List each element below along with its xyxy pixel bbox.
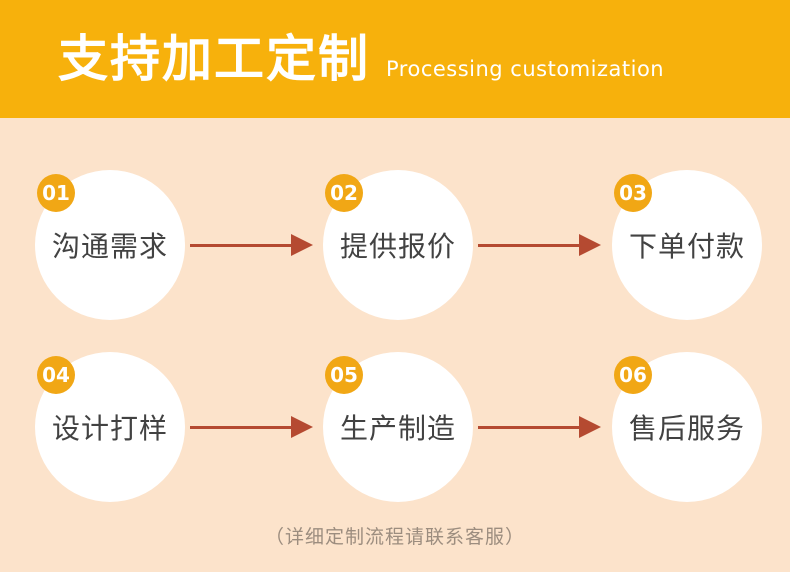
right-arrow-icon xyxy=(190,416,313,438)
right-arrow-icon xyxy=(190,234,313,256)
step-number: 03 xyxy=(619,181,647,205)
step-number-badge: 01 xyxy=(37,174,75,212)
step-number-badge: 03 xyxy=(614,174,652,212)
step-circle: 沟通需求 xyxy=(35,170,185,320)
step-number-badge: 05 xyxy=(325,356,363,394)
step-4-design-sample: 设计打样 04 xyxy=(35,352,185,502)
step-number-badge: 02 xyxy=(325,174,363,212)
step-label: 下单付款 xyxy=(628,230,745,263)
right-arrow-icon xyxy=(478,416,601,438)
page-subtitle: Processing customization xyxy=(386,57,665,81)
step-number: 05 xyxy=(330,363,358,387)
step-label: 售后服务 xyxy=(628,412,745,445)
step-1-communicate-needs: 沟通需求 01 xyxy=(35,170,185,320)
footer-note: （详细定制流程请联系客服） xyxy=(264,526,525,548)
right-arrow-icon xyxy=(478,234,601,256)
process-flow-section: 沟通需求 01 提供报价 02 下单付款 xyxy=(0,118,790,572)
step-number-badge: 04 xyxy=(37,356,75,394)
header-content: 支持加工定制 Processing customization xyxy=(0,0,790,84)
step-number: 04 xyxy=(42,363,70,387)
step-number: 02 xyxy=(330,181,358,205)
step-2-provide-quote: 提供报价 02 xyxy=(323,170,473,320)
header-banner: 支持加工定制 Processing customization xyxy=(0,0,790,118)
step-6-after-sales: 售后服务 06 xyxy=(612,352,762,502)
step-number: 01 xyxy=(42,181,70,205)
step-3-order-payment: 下单付款 03 xyxy=(612,170,762,320)
step-number: 06 xyxy=(619,363,647,387)
step-label: 设计打样 xyxy=(51,412,168,445)
step-label: 提供报价 xyxy=(339,230,456,263)
page-title: 支持加工定制 xyxy=(58,30,370,88)
step-number-badge: 06 xyxy=(614,356,652,394)
step-label: 沟通需求 xyxy=(51,230,168,263)
step-label: 生产制造 xyxy=(339,412,456,445)
step-5-production: 生产制造 05 xyxy=(323,352,473,502)
